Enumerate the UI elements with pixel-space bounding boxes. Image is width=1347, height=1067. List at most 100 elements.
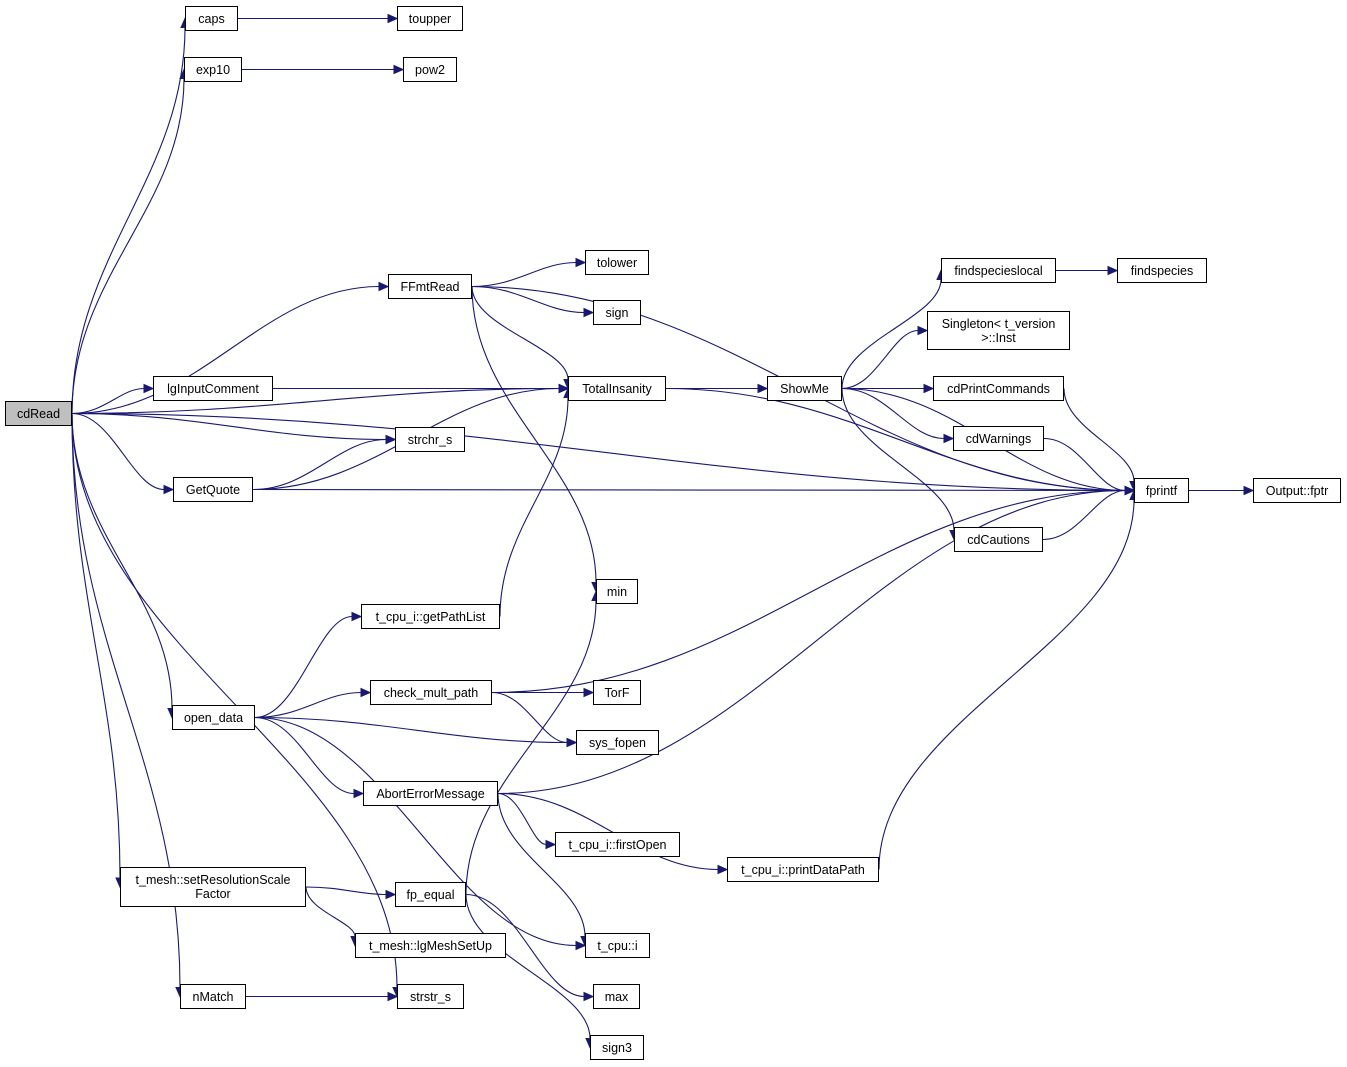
- edge-show-me-to-cd-warnings: [841, 387, 945, 440]
- edge-abort-error-message-to-fprintf: [497, 489, 1126, 795]
- arrowhead-icon: [385, 889, 397, 900]
- arrowhead-icon: [943, 433, 955, 444]
- edge-cd-read-to-fprintf: [71, 412, 1126, 492]
- node-tolower[interactable]: tolower: [585, 250, 649, 275]
- arrowhead-icon: [385, 434, 397, 445]
- node-lg-input-comment[interactable]: lgInputComment: [153, 376, 273, 401]
- node-lg-mesh-set-up[interactable]: t_mesh::lgMeshSetUp: [355, 933, 506, 958]
- edge-ffmt-read-to-sign: [471, 285, 585, 314]
- node-print-data-path[interactable]: t_cpu_i::printDataPath: [727, 857, 879, 882]
- edge-open-data-to-t-cpu-i: [254, 716, 577, 947]
- edge-cd-read-to-total-insanity: [71, 387, 560, 415]
- edge-show-me-to-findspecieslocal: [841, 279, 942, 389]
- arrowhead-icon: [558, 383, 570, 394]
- node-open-data[interactable]: open_data: [172, 705, 255, 730]
- arrowhead-icon: [1243, 485, 1255, 496]
- arrowhead-icon: [387, 991, 399, 1002]
- node-n-match[interactable]: nMatch: [180, 984, 246, 1009]
- arrowhead-icon: [917, 325, 929, 336]
- node-cd-warnings[interactable]: cdWarnings: [953, 426, 1044, 451]
- edge-cd-read-to-strchr-s: [71, 412, 387, 441]
- arrowhead-icon: [575, 940, 587, 951]
- arrowhead-icon: [566, 737, 578, 748]
- node-cd-cautions[interactable]: cdCautions: [954, 527, 1043, 552]
- node-check-mult-path[interactable]: check_mult_path: [370, 680, 492, 705]
- arrowhead-icon: [583, 991, 595, 1002]
- arrowhead-icon: [143, 383, 155, 394]
- arrowhead-icon: [583, 687, 595, 698]
- edge-open-data-to-abort-error-message: [254, 716, 355, 795]
- arrowhead-icon: [378, 281, 390, 292]
- edge-abort-error-message-to-print-data-path: [497, 792, 719, 871]
- node-fp-equal[interactable]: fp_equal: [395, 882, 466, 907]
- edge-total-insanity-to-fprintf: [665, 387, 1126, 492]
- arrowhead-icon: [717, 864, 729, 875]
- edge-ffmt-read-to-min: [471, 286, 597, 583]
- arrowhead-icon: [757, 383, 769, 394]
- edge-cd-read-to-exp10: [71, 78, 185, 414]
- arrowhead-icon: [387, 13, 399, 24]
- node-singleton-inst[interactable]: Singleton< t_version >::Inst: [927, 311, 1070, 350]
- node-fprintf[interactable]: fprintf: [1134, 478, 1189, 503]
- edge-cd-cautions-to-fprintf: [1042, 489, 1126, 541]
- node-output-fptr[interactable]: Output::fptr: [1253, 478, 1341, 503]
- node-get-quote[interactable]: GetQuote: [173, 477, 253, 502]
- edge-cd-warnings-to-fprintf: [1043, 437, 1126, 492]
- edge-fp-equal-to-min: [465, 600, 597, 895]
- edge-get-path-list-to-total-insanity: [499, 397, 569, 617]
- edge-get-quote-to-strchr-s: [252, 438, 387, 491]
- edge-print-data-path-to-fprintf: [878, 499, 1135, 870]
- node-t-cpu-i[interactable]: t_cpu::i: [585, 933, 650, 958]
- arrowhead-icon: [1107, 265, 1119, 276]
- edge-abort-error-message-to-t-cpu-i: [497, 793, 586, 937]
- edge-check-mult-path-to-sys-fopen: [491, 691, 568, 744]
- node-show-me[interactable]: ShowMe: [767, 376, 842, 401]
- node-set-resolution-scale-factor[interactable]: t_mesh::setResolutionScale Factor: [120, 867, 306, 907]
- node-caps[interactable]: caps: [185, 6, 238, 31]
- node-max[interactable]: max: [593, 984, 640, 1009]
- edge-open-data-to-sys-fopen: [254, 716, 568, 744]
- node-get-path-list[interactable]: t_cpu_i::getPathList: [361, 604, 500, 629]
- node-ffmt-read[interactable]: FFmtRead: [388, 274, 472, 299]
- arrowhead-icon: [583, 307, 595, 318]
- arrowhead-icon: [923, 383, 935, 394]
- edge-cd-read-to-strstr-s: [71, 413, 398, 988]
- node-pow2[interactable]: pow2: [403, 57, 457, 82]
- node-sys-fopen[interactable]: sys_fopen: [576, 730, 659, 755]
- edge-fp-equal-to-sign3: [465, 894, 591, 1039]
- node-total-insanity[interactable]: TotalInsanity: [568, 376, 666, 401]
- node-strchr-s[interactable]: strchr_s: [395, 427, 465, 452]
- node-tor-f[interactable]: TorF: [593, 680, 641, 705]
- edge-get-quote-to-fprintf: [252, 488, 1126, 492]
- edge-set-resolution-scale-factor-to-fp-equal: [305, 886, 387, 896]
- edge-cd-print-commands-to-fprintf: [1063, 388, 1135, 482]
- node-findspecieslocal[interactable]: findspecieslocal: [941, 258, 1056, 283]
- node-cd-print-commands[interactable]: cdPrintCommands: [933, 376, 1064, 401]
- edge-cd-read-to-get-quote: [71, 412, 165, 491]
- node-exp10[interactable]: exp10: [184, 57, 242, 82]
- node-findspecies[interactable]: findspecies: [1117, 258, 1207, 283]
- edge-open-data-to-get-path-list: [254, 615, 353, 719]
- arrowhead-icon: [575, 257, 587, 268]
- arrowhead-icon: [163, 484, 175, 495]
- edge-show-me-to-cd-cautions: [841, 388, 955, 531]
- node-first-open[interactable]: t_cpu_i::firstOpen: [555, 832, 680, 857]
- node-sign3[interactable]: sign3: [590, 1035, 644, 1060]
- edge-check-mult-path-to-fprintf: [491, 489, 1126, 694]
- arrowhead-icon: [545, 839, 557, 850]
- edge-cd-read-to-open-data: [71, 413, 173, 709]
- edge-abort-error-message-to-first-open: [497, 792, 547, 846]
- arrowhead-icon: [353, 788, 365, 799]
- edge-cd-read-to-lg-input-comment: [71, 387, 145, 415]
- node-sign[interactable]: sign: [593, 300, 641, 325]
- node-abort-error-message[interactable]: AbortErrorMessage: [363, 781, 498, 806]
- edge-show-me-to-singleton-inst: [841, 329, 919, 390]
- node-min[interactable]: min: [596, 579, 638, 604]
- arrowhead-icon: [360, 687, 372, 698]
- edge-open-data-to-check-mult-path: [254, 691, 362, 719]
- node-toupper[interactable]: toupper: [397, 6, 463, 31]
- arrowhead-icon: [351, 611, 363, 622]
- node-strstr-s[interactable]: strstr_s: [397, 984, 464, 1009]
- edge-fp-equal-to-max: [465, 893, 585, 998]
